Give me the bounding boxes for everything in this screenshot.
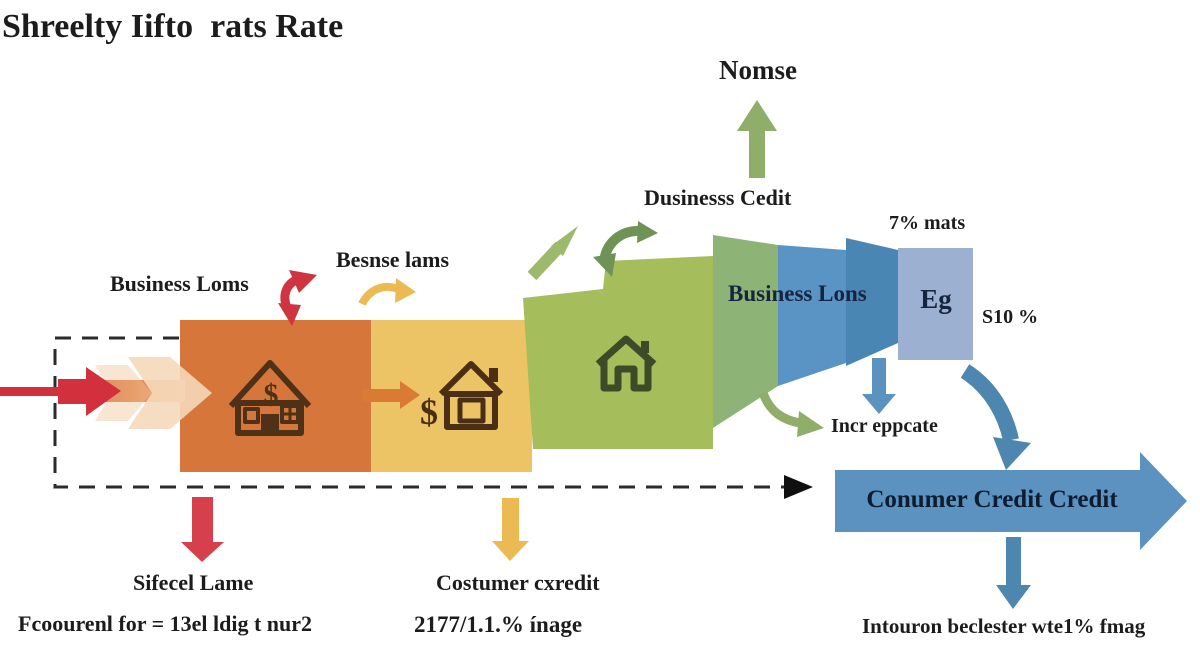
page-title: Shreelty Iifto rats Rate bbox=[2, 8, 344, 45]
pale-chevron-arrow-icon bbox=[95, 365, 152, 421]
pale-chevron-arrow-icon bbox=[128, 357, 212, 429]
green-down-curved-arrow-icon bbox=[758, 391, 824, 437]
red-arrowhead-icon bbox=[86, 367, 121, 416]
label-besnse-lams: Besnse lams bbox=[336, 247, 450, 272]
label-sifecel-lame: Sifecel Lame bbox=[133, 570, 254, 595]
dashed-arrowhead-icon bbox=[784, 475, 813, 499]
green-block bbox=[523, 256, 713, 449]
rate-entry-arrow bbox=[0, 357, 212, 429]
red-down-arrow-icon bbox=[181, 497, 224, 562]
green-up-arrow-icon bbox=[737, 100, 777, 178]
label-consumer-credit-arrow: Conumer Credit Credit bbox=[866, 486, 1118, 513]
label-business-credit: Dusinesss Cedit bbox=[644, 185, 792, 210]
label-fcoourenl: Fcoourenl for = 13el ldig t nur2 bbox=[18, 611, 313, 636]
orange-block bbox=[180, 320, 371, 472]
funnel-panel-green bbox=[713, 235, 778, 428]
dashed-guide-box bbox=[53, 336, 813, 499]
home-icon bbox=[595, 335, 657, 392]
label-incr-eppcate: Incr eppcate bbox=[831, 415, 938, 437]
red-curved-arrow-icon bbox=[278, 270, 317, 326]
funnel-panel-blue bbox=[778, 245, 846, 386]
house-dollar-icon: $ bbox=[228, 360, 312, 436]
green-diagonal-arrow-icon bbox=[527, 226, 578, 281]
house-window-icon: $ bbox=[420, 361, 504, 432]
house-door bbox=[261, 414, 279, 434]
chimney bbox=[489, 368, 498, 382]
red-line bbox=[0, 387, 88, 396]
blue-curved-arrow-icon bbox=[960, 364, 1031, 470]
label-rate-2177: 2177/1.1.% ínage bbox=[414, 612, 583, 637]
label-eg: Eg bbox=[920, 284, 952, 314]
orange-right-arrow-icon bbox=[362, 381, 420, 409]
yellow-down-arrow-icon bbox=[492, 498, 529, 561]
label-costumer-credit: Costumer cxredit bbox=[436, 570, 600, 595]
chimney bbox=[641, 341, 649, 353]
yellow-curved-arrow-icon bbox=[358, 278, 416, 307]
dollar-glyph: $ bbox=[264, 378, 279, 411]
blue-down-arrow-icon bbox=[862, 358, 896, 414]
consumer-credit-banner-arrow bbox=[835, 452, 1187, 550]
label-seven-percent-mats: 7% mats bbox=[889, 212, 966, 234]
label-business-loans-left: Business Loms bbox=[110, 271, 249, 296]
blue-down-arrow-bottom-icon bbox=[996, 537, 1031, 609]
label-intouron: Intouron beclester wte1% fmag bbox=[862, 614, 1146, 638]
funnel-panel-blue-dark bbox=[846, 238, 898, 366]
label-s10-percent: S10 % bbox=[982, 306, 1039, 328]
green-curved-arrow-icon bbox=[593, 221, 658, 277]
eg-block bbox=[898, 248, 973, 360]
dollar-glyph: $ bbox=[420, 392, 438, 432]
label-nomse: Nomse bbox=[719, 55, 797, 85]
label-business-lons-panel: Business Lons bbox=[728, 281, 867, 306]
